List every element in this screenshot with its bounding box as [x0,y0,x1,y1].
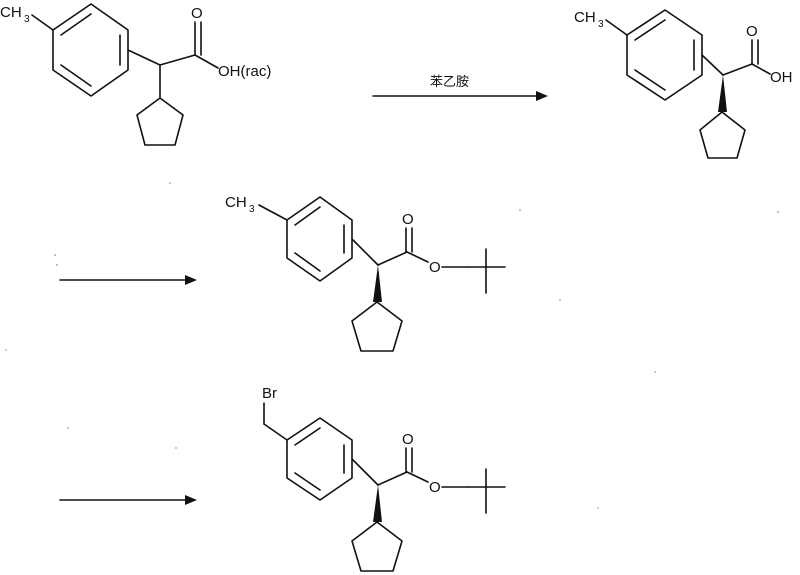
alpha-to-carboxyl-bond [159,54,196,66]
scan-noise [5,182,779,509]
reaction-arrow-2 [59,275,197,285]
bromomethyl-ester-structure: Br O O [262,385,506,572]
ring-to-alpha-bond [351,458,379,486]
ring-to-alpha-bond [351,238,379,266]
reaction-arrow-1: 苯乙胺 [372,75,548,101]
wedge-bond [373,265,382,302]
carbonyl-o-label: O [402,211,414,228]
ring-to-alpha-bond [127,49,161,66]
ester-o-label: O [429,479,441,496]
tert-butyl-ester-structure: CH 3 O O [225,194,506,352]
benzene-ring [626,9,703,101]
methyl-label: CH [574,9,596,26]
cyclopentane-ring [351,521,403,572]
carbonyl-o-label: O [402,431,414,448]
benzene-ring [286,196,353,282]
acid-rac-label: OH(rac) [218,63,271,80]
methyl-subscript: 3 [249,204,255,215]
benzene-ring [286,417,353,501]
racemic-acid-structure: CH 3 O OH(rac) [0,3,271,146]
benzene-ring [52,3,129,97]
methyl-subscript: 3 [24,14,30,25]
carbonyl-o-label: O [191,5,203,22]
arrowhead-icon [536,91,548,101]
methyl-label: CH [225,194,247,211]
methyl-bond [31,14,54,31]
methyl-bond [605,19,628,36]
reaction-arrow-3 [59,495,197,505]
arrowhead-icon [185,495,197,505]
reagent-label: 苯乙胺 [430,75,469,90]
arrowhead-icon [185,275,197,285]
methyl-bond [258,204,288,221]
resolved-acid-structure: CH 3 O OH [574,9,793,159]
wedge-bond [373,485,382,522]
cyclopentane-ring [351,301,403,352]
cyclopentane-ring [136,97,184,146]
acid-oh-label: OH [770,69,793,86]
bromomethyl-bond [263,423,288,441]
bromine-label: Br [262,385,277,402]
methyl-subscript: 3 [598,19,604,30]
carbonyl-o-label: O [746,23,758,40]
cyclopentane-ring [699,111,746,159]
ring-to-alpha-bond [701,54,724,76]
methyl-label: CH [0,4,22,21]
wedge-bond [718,75,727,112]
ester-o-label: O [429,259,441,276]
